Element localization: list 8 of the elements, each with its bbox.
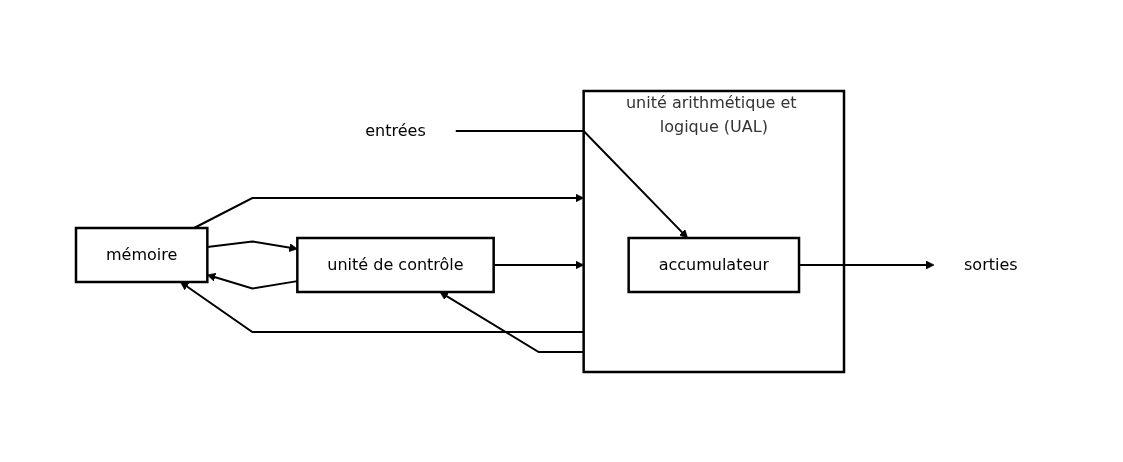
- node-box: accumulateur: [627, 236, 800, 293]
- arrow: [454, 129, 688, 238]
- arrow: [179, 281, 585, 333]
- node-text: sorties: [963, 254, 1018, 274]
- node-text: entrées: [364, 120, 426, 140]
- node-box: mémoire: [74, 226, 209, 283]
- node-box: unité de contrôle: [295, 236, 495, 293]
- arrow: [439, 291, 585, 353]
